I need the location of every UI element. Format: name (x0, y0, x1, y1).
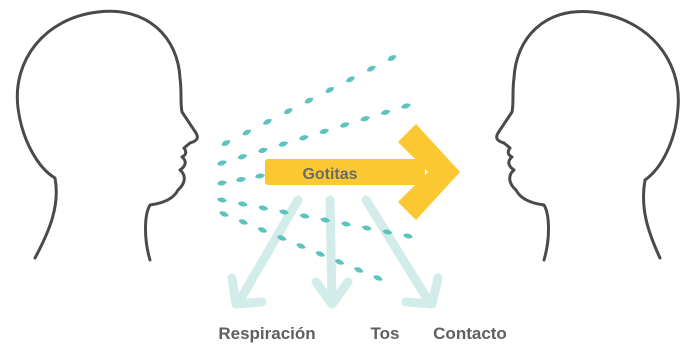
droplet-spray (217, 55, 413, 281)
droplet (366, 65, 376, 72)
right-head-profile (495, 9, 680, 262)
droplet (403, 233, 413, 239)
droplet (242, 129, 252, 136)
droplet (325, 87, 335, 93)
droplet (236, 177, 246, 183)
main-arrow-label: Gotitas (302, 166, 357, 183)
droplet (361, 225, 372, 231)
main-arrow: Gotitas (265, 124, 460, 220)
droplet (279, 209, 289, 215)
droplet (217, 180, 227, 186)
droplet (237, 201, 248, 207)
droplet (319, 128, 329, 134)
droplet (299, 135, 309, 141)
droplet (238, 219, 248, 225)
droplet (360, 116, 370, 122)
droplet (299, 213, 310, 219)
droplet (315, 251, 325, 257)
droplet (346, 76, 355, 83)
droplet (373, 275, 383, 281)
droplet (341, 221, 351, 227)
droplet (278, 141, 289, 147)
left-head-profile (15, 9, 199, 262)
droplet (283, 108, 293, 115)
droplet (258, 147, 268, 153)
route-arrow-tos (311, 195, 353, 309)
droplet (354, 267, 364, 273)
droplet (320, 217, 331, 223)
route-label-respiracion: Respiración (218, 324, 315, 343)
route-label-tos: Tos (371, 324, 400, 343)
droplet (387, 55, 397, 61)
route-arrow-respiracion (227, 195, 303, 309)
droplet (258, 205, 269, 211)
droplet (217, 197, 227, 203)
route-arrow-contacto (361, 195, 443, 309)
droplet (277, 235, 287, 241)
droplet (334, 259, 345, 265)
droplet (217, 160, 227, 166)
droplet (257, 227, 268, 233)
droplet (380, 109, 391, 115)
droplet (296, 243, 306, 249)
droplet (263, 118, 272, 125)
droplet (401, 103, 411, 109)
droplet (255, 173, 265, 179)
droplet (219, 211, 229, 217)
droplet (237, 154, 248, 160)
droplet (304, 97, 314, 104)
droplet (221, 140, 231, 146)
droplet (382, 229, 393, 235)
route-label-contacto: Contacto (433, 324, 507, 343)
droplet (339, 122, 350, 128)
